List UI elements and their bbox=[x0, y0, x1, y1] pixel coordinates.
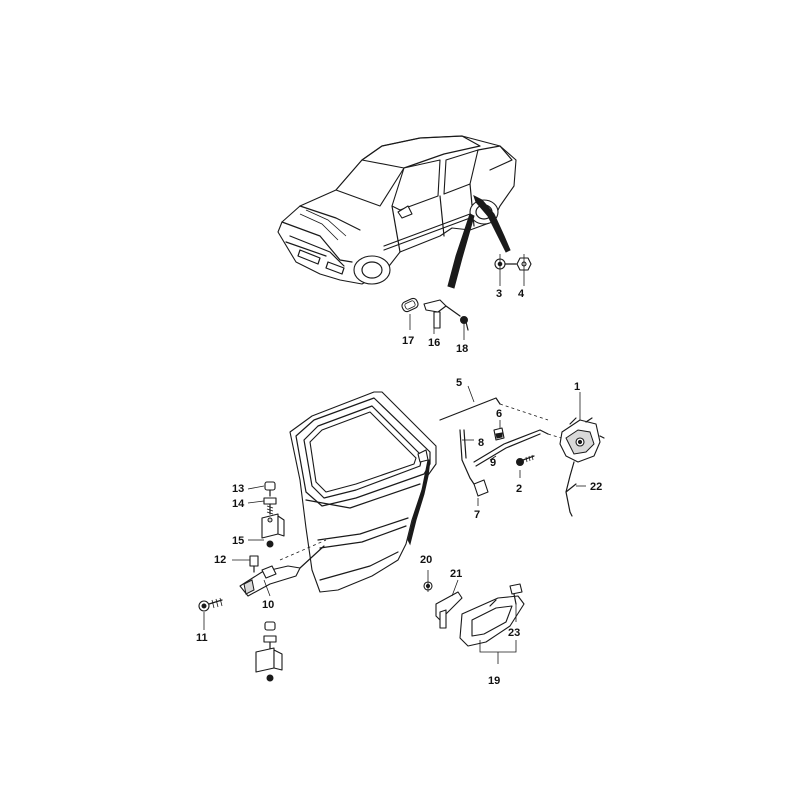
leader-lines bbox=[203, 254, 586, 630]
part-22-cable bbox=[565, 461, 577, 517]
part-2-screw bbox=[516, 454, 535, 466]
callout-23: 23 bbox=[508, 627, 520, 639]
rear-door-panel bbox=[289, 391, 437, 593]
callout-1: 1 bbox=[574, 381, 580, 393]
part-5-rod bbox=[439, 397, 549, 421]
part-13-bolt bbox=[264, 481, 276, 497]
part-3-nut bbox=[494, 258, 517, 270]
part-11-bolt bbox=[198, 597, 223, 612]
part-14-bolt bbox=[263, 497, 277, 515]
part-8-rod bbox=[459, 429, 479, 491]
callout-21: 21 bbox=[450, 568, 462, 580]
callout-4: 4 bbox=[518, 288, 525, 300]
callout-14: 14 bbox=[232, 498, 245, 510]
callout-13: 13 bbox=[232, 483, 244, 495]
callout-18: 18 bbox=[456, 343, 468, 355]
part-10-door-check bbox=[239, 539, 327, 597]
outside-door-handle bbox=[459, 595, 525, 647]
part-18-screw bbox=[460, 316, 469, 331]
lower-hinge bbox=[255, 621, 283, 682]
callout-2: 2 bbox=[516, 483, 522, 495]
callout-7: 7 bbox=[474, 509, 480, 521]
callout-17: 17 bbox=[402, 335, 414, 347]
upper-hinge bbox=[261, 513, 285, 539]
part-15-nut bbox=[266, 540, 274, 548]
callout-16: 16 bbox=[428, 337, 440, 349]
part-23-screw bbox=[509, 583, 523, 605]
part-17-grommet bbox=[401, 297, 419, 313]
part-1-door-latch bbox=[559, 417, 605, 463]
part-12-bushing bbox=[249, 555, 259, 573]
callout-19: 19 bbox=[488, 675, 500, 687]
callout-20: 20 bbox=[420, 554, 432, 566]
callout-5: 5 bbox=[456, 377, 462, 389]
part-9-rod bbox=[473, 429, 569, 467]
callout-10: 10 bbox=[262, 599, 274, 611]
part-6-clip bbox=[493, 427, 505, 441]
part-21-bracket bbox=[435, 591, 463, 629]
callout-labels: 3 4 17 16 18 5 1 6 8 9 2 22 7 13 14 15 1… bbox=[196, 288, 602, 687]
part-19-bracket-line bbox=[479, 640, 517, 664]
callout-9: 9 bbox=[490, 457, 496, 469]
sedan-car-illustration bbox=[277, 135, 517, 289]
callout-15: 15 bbox=[232, 535, 244, 547]
callout-6: 6 bbox=[496, 408, 502, 420]
callout-12: 12 bbox=[214, 554, 226, 566]
part-7-clip bbox=[473, 479, 489, 497]
callout-11: 11 bbox=[196, 632, 208, 644]
callout-22: 22 bbox=[590, 481, 602, 493]
callout-8: 8 bbox=[478, 437, 484, 449]
part-16-bracket bbox=[423, 299, 461, 329]
callout-3: 3 bbox=[496, 288, 502, 300]
